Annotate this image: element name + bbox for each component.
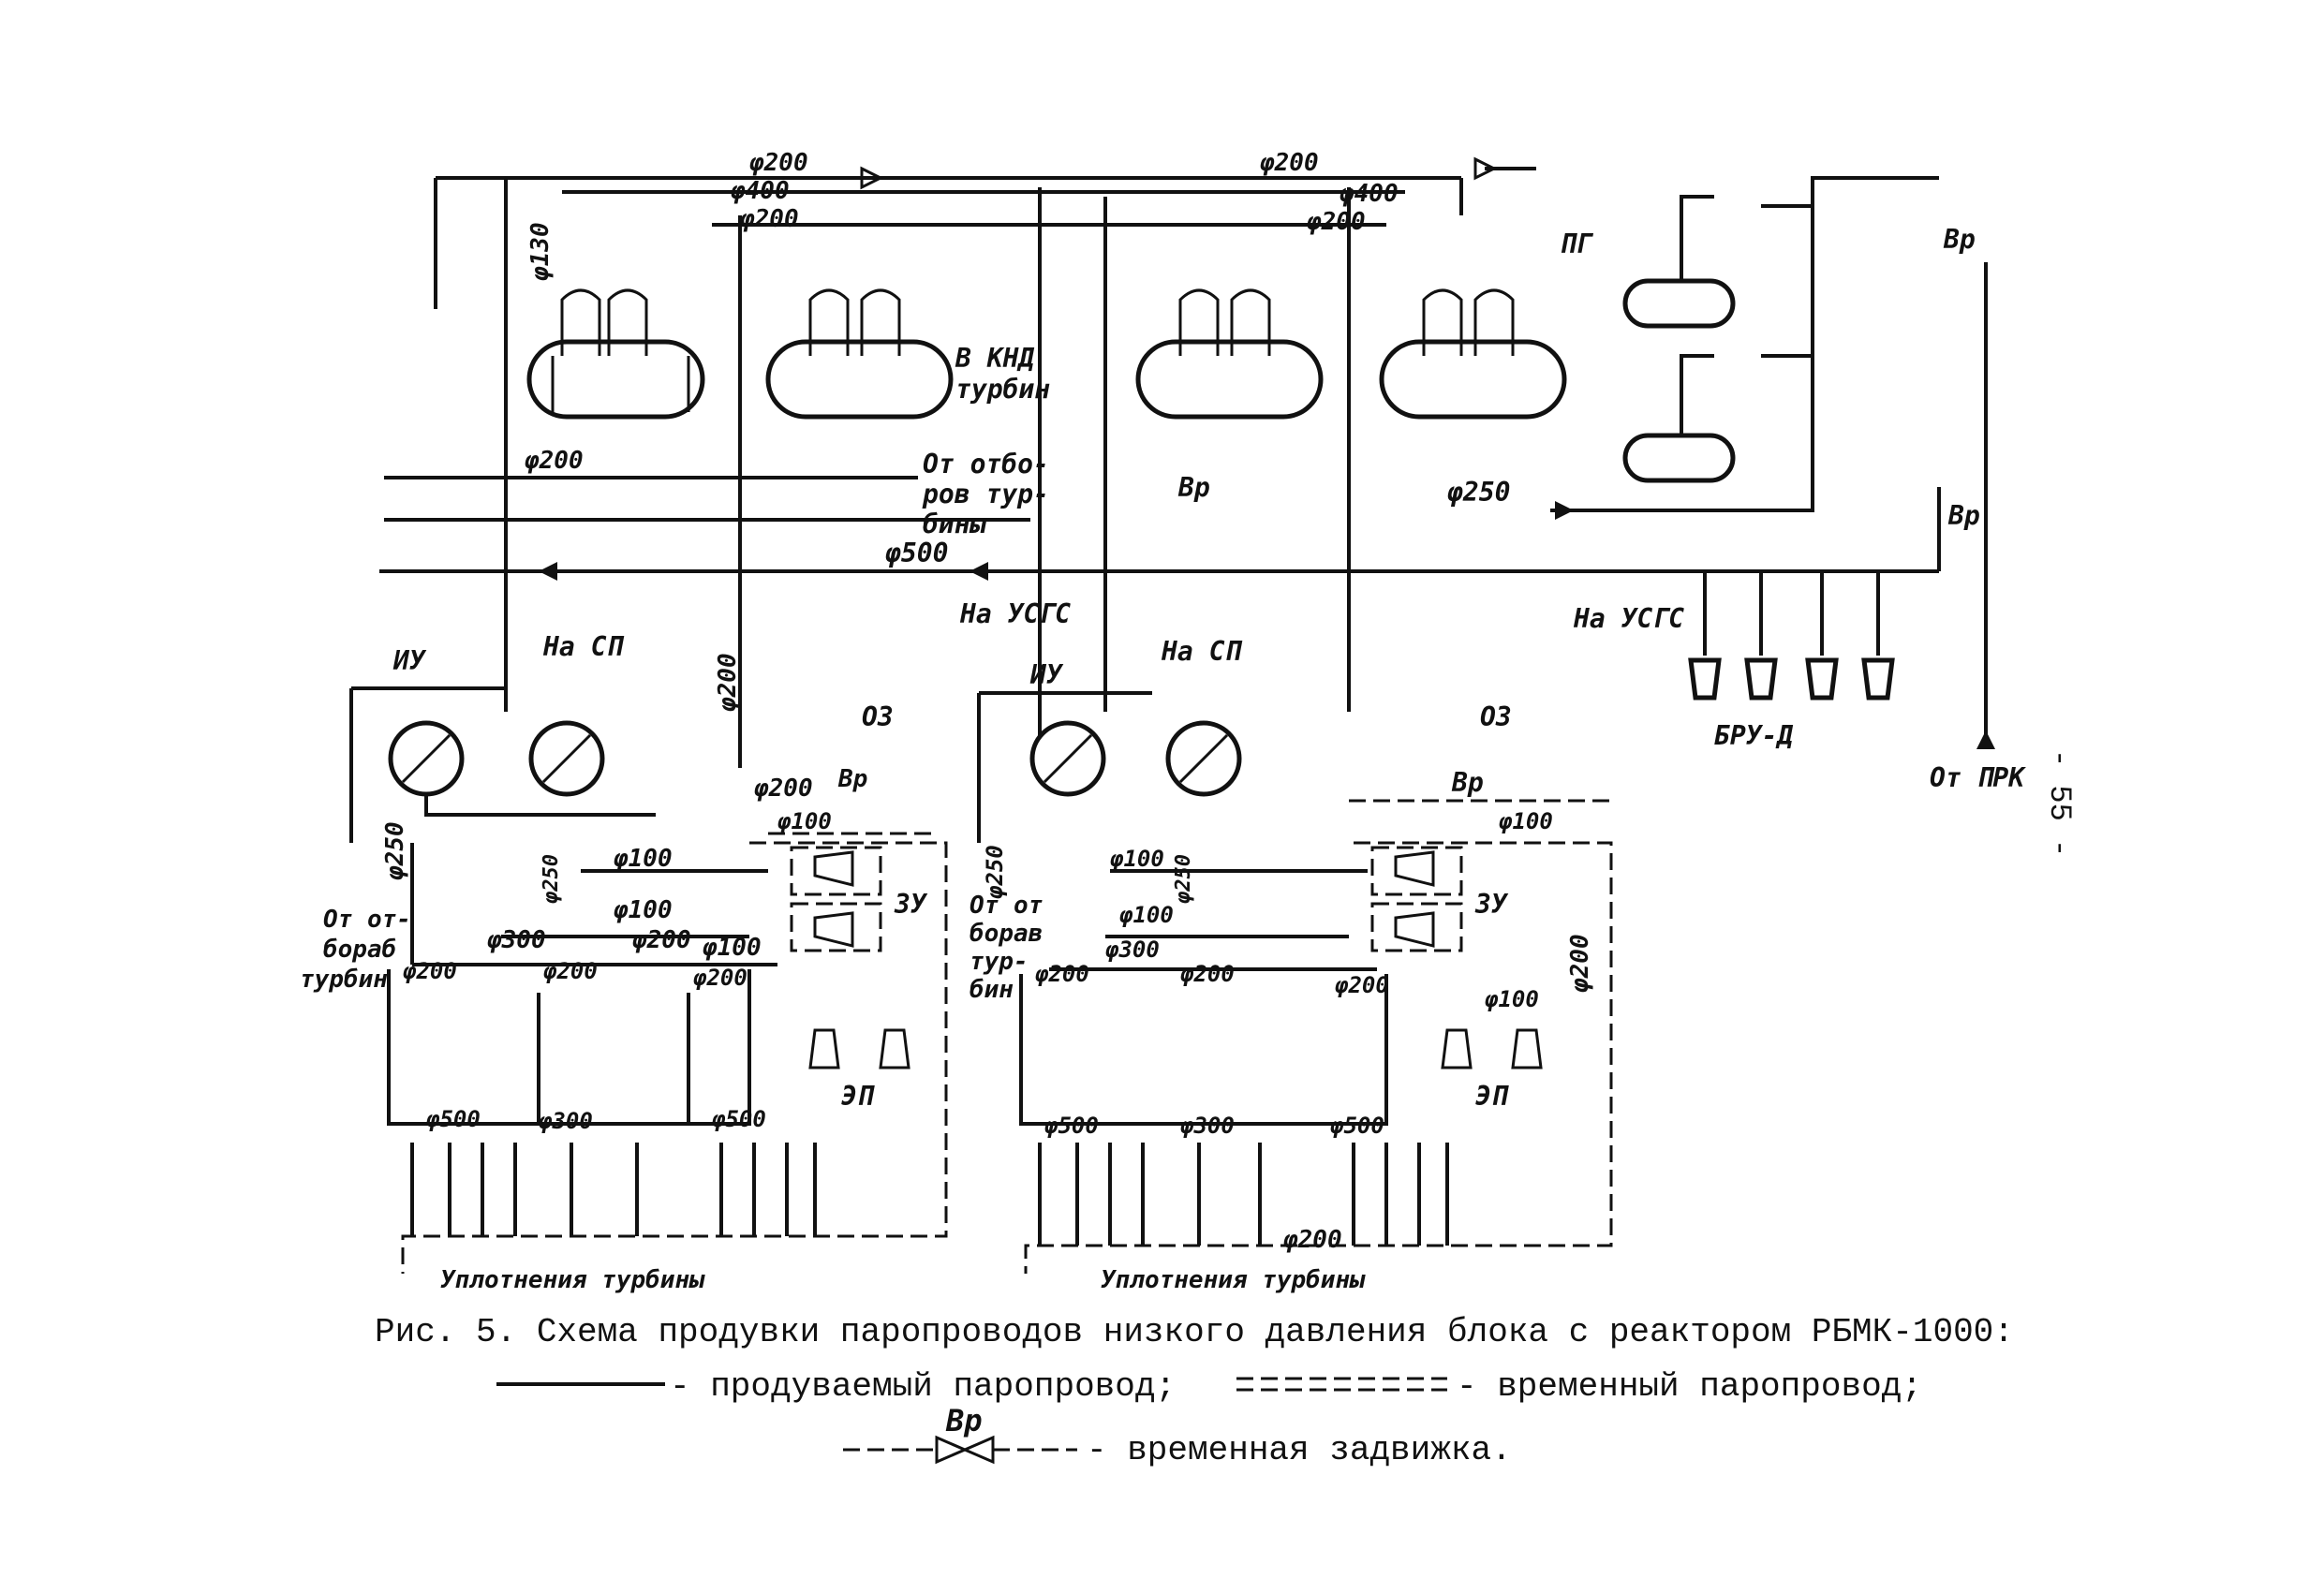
label-ot-otbor-r3: тур- [970,948,1029,976]
label-d300: φ300 [538,1108,593,1134]
legend-temporary-valve: - временная задвижка. [1087,1431,1512,1469]
label-ot-otbor-1: От отбо- [923,449,1049,479]
label-d250: φ250 [982,845,1008,900]
label-seal-left: Уплотнения турбины [440,1266,705,1294]
label-ot-otbor-l2: бораб [323,936,396,964]
diagram-labels: φ200 φ400 φ200 φ130 φ200 φ400 φ200 ПГ Вр… [300,149,2077,1294]
label-ot-otbor-r2: борав [970,920,1043,948]
label-d300: φ300 [486,926,546,954]
label-d400: φ400 [1339,180,1399,208]
legend-vr-tag: Вр [945,1403,983,1438]
label-ot-otbor-r4: бин [970,976,1014,1004]
label-bru-d: БРУ-Д [1714,720,1793,751]
lower-left-section [349,686,948,1274]
label-d500: φ500 [884,538,948,568]
label-d200: φ200 [748,149,808,177]
label-zp: ЭП [1475,1081,1509,1112]
label-d250: φ250 [381,821,409,881]
label-ot-otbor-2: ров тур- [922,479,1049,509]
label-d100: φ100 [1498,808,1553,834]
label-vr: Вр [1451,767,1484,798]
label-d200: φ200 [714,653,742,713]
page-number: - 55 - [2042,749,2077,857]
label-na-usgs: На УСГС [1573,603,1684,634]
label-d100: φ100 [1484,986,1539,1012]
label-ot-otbor-l1: От от- [323,906,411,934]
label-d500: φ500 [1329,1113,1384,1139]
legend-blown-line: - продуваемый паропровод; [670,1367,1176,1406]
label-d200: φ200 [1306,208,1366,236]
label-d200: φ200 [542,958,598,984]
label-d200: φ200 [1566,934,1594,994]
figure-caption: Рис. 5. Схема продувки паропроводов низк… [375,1313,2014,1469]
label-d130: φ130 [526,222,555,282]
label-d300: φ300 [1104,937,1160,963]
lower-right-section [977,691,1613,1274]
condenser-4 [1379,288,1567,420]
label-d250: φ250 [1172,854,1195,905]
label-vr: Вр [1947,500,1980,531]
label-d100: φ100 [1118,902,1174,928]
label-na-sp: На СП [1161,636,1242,667]
label-d200: φ200 [1282,1226,1342,1254]
label-iu: ИУ [392,645,427,676]
bru-d-units [1688,571,1895,701]
label-d300: φ300 [1179,1113,1235,1139]
label-knd: В КНД [955,343,1034,374]
label-d200: φ200 [1334,972,1389,998]
label-d200: φ200 [692,965,748,991]
label-d200: φ200 [753,774,813,803]
label-d200: φ200 [524,447,584,475]
label-d400: φ400 [730,177,790,205]
label-pg: ПГ [1560,229,1594,259]
condenser-2 [765,288,954,420]
label-iu: ИУ [1029,659,1064,690]
label-ot-otbor-r1: От от [970,892,1043,920]
label-zu: ЗУ [894,889,928,920]
label-ot-otbor-3: бины [923,509,987,539]
label-na-sp: На СП [542,631,624,662]
legend-valve-icon [935,1435,969,1465]
label-zp: ЭП [841,1081,875,1112]
label-seal-right: Уплотнения турбины [1101,1266,1366,1294]
label-d100: φ100 [613,845,673,873]
label-vr: Вр [1943,224,1976,255]
label-ot-prk: От ПРК [1930,762,2026,793]
condenser-3 [1135,288,1324,420]
label-d200: φ200 [739,205,799,233]
label-ot-otbor-l3: турбин [300,966,388,994]
label-d100: φ100 [613,896,673,924]
label-zu: ЗУ [1474,889,1509,920]
legend-temporary-line: - временный паропровод; [1457,1367,1922,1406]
label-d100: φ100 [1109,846,1164,872]
label-d500: φ500 [425,1106,481,1132]
label-vr: Вр [837,765,867,793]
label-d250: φ250 [540,854,563,905]
label-d250: φ250 [1446,477,1510,508]
label-d200: φ200 [1259,149,1319,177]
label-d100: φ100 [777,808,832,834]
label-oz: ОЗ [1480,701,1512,732]
label-d200: φ200 [1179,961,1235,987]
label-d200: φ200 [1034,961,1089,987]
label-vr: Вр [1177,472,1210,503]
label-d200: φ200 [631,926,691,954]
label-na-usgs: На УСГС [959,598,1071,629]
main-header-d500 [379,476,1941,581]
condenser-1 [526,288,705,420]
label-turbine: турбин [955,374,1050,405]
label-d100: φ100 [702,934,762,962]
steam-generator-upper [1622,278,1736,329]
top-header-pipes [434,156,1536,768]
label-oz: ОЗ [862,701,894,732]
label-d500: φ500 [711,1106,766,1132]
label-d200: φ200 [402,958,457,984]
label-d500: φ500 [1044,1113,1099,1139]
steam-generator-lower [1622,433,1736,483]
caption-title: Рис. 5. Схема продувки паропроводов низк… [375,1313,2014,1351]
